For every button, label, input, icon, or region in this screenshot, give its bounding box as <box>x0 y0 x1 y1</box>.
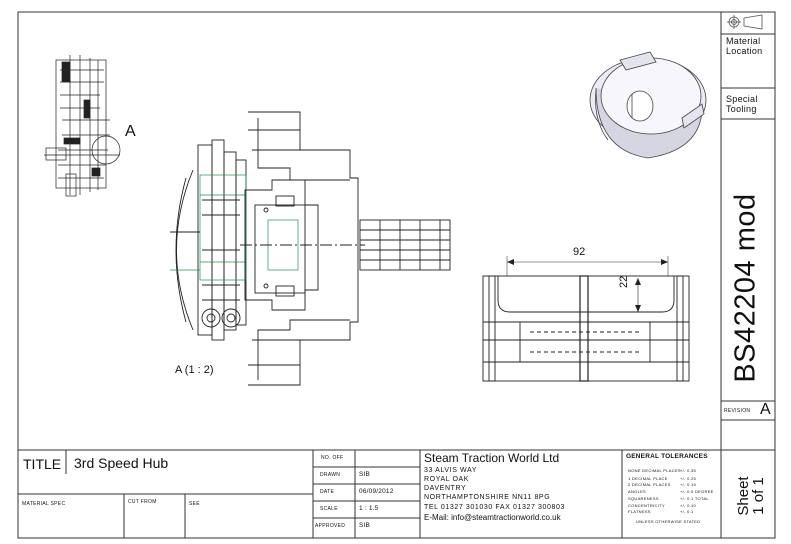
tolerance-value: +/- 0.1 TOTAL <box>680 496 709 501</box>
approved-label: APPROVED <box>315 523 346 529</box>
tolerance-label: NONE DECIMAL PLACES <box>628 468 681 473</box>
company-address-line-4: NORTHAMPTONSHIRE NN11 8PG <box>424 494 551 501</box>
drawing-title: 3rd Speed Hub <box>74 455 169 471</box>
tolerance-value: +/- 0.35 <box>680 468 697 473</box>
special-tooling-label: Special Tooling <box>726 94 758 114</box>
tolerances-footnote: UNLESS OTHERWISE STATED <box>636 519 701 524</box>
part-number: BS42204 mod <box>729 192 762 383</box>
drawn-label: DRAWN <box>320 472 341 478</box>
material-location-label: Material Location <box>726 36 763 56</box>
drawn-value: SIB <box>359 471 371 478</box>
revision-label: REVISION <box>724 408 751 414</box>
hub-isometric-view <box>589 51 707 159</box>
date-label: DATE <box>320 489 335 495</box>
company-address-line-2: ROYAL OAK <box>424 476 470 483</box>
sheet-number: Sheet 1 of 1 <box>735 476 767 516</box>
tolerances-heading: GENERAL TOLERANCES <box>626 453 708 460</box>
tolerance-label: ANGLES <box>628 489 647 494</box>
tolerance-value: +/- 0.5 DEGREE <box>680 489 714 494</box>
dimension-height: 22 <box>618 275 630 288</box>
date-value: 06/09/2012 <box>359 488 394 495</box>
tolerance-label: FLATNESS <box>628 509 651 514</box>
section-view <box>170 111 451 386</box>
company-address-line-1: 33 ALVIS WAY <box>424 467 477 474</box>
section-marker: A <box>125 123 136 140</box>
detail-scale-label: A (1 : 2) <box>175 364 214 376</box>
dimension-width: 92 <box>573 246 586 258</box>
approved-value: SIB <box>359 522 371 529</box>
scale-label: SCALE <box>320 506 338 512</box>
tolerance-label: CONCENTRICITY <box>628 503 665 508</box>
assembly-thumbnail <box>44 55 121 197</box>
see-label: SEE <box>189 501 200 507</box>
tolerance-value: +/- 0.25 <box>680 476 697 481</box>
material-spec-label: MATERIAL SPEC <box>22 501 66 507</box>
title-label: TITLE <box>23 456 62 472</box>
cut-from-label: CUT FROM <box>128 499 157 505</box>
sheet-border <box>17 11 776 539</box>
no-off-label: NO. OFF <box>321 455 344 461</box>
projection-symbol <box>727 14 763 30</box>
tolerance-label: SQUARENESS <box>628 496 659 501</box>
tolerance-label: 2 DECIMAL PLACES <box>628 482 671 487</box>
company-phone: TEL 01327 301030 FAX 01327 300803 <box>424 504 565 511</box>
tolerance-value: +/- 0.1 <box>680 509 694 514</box>
company-name: Steam Traction World Ltd <box>424 451 560 465</box>
tolerance-value: +/- 0.10 <box>680 503 697 508</box>
company-address-line-3: DAVENTRY <box>424 485 467 492</box>
tolerance-value: +/- 0.15 <box>680 482 697 487</box>
hub-section-view <box>482 256 690 382</box>
company-email: E-Mail: info@steamtractionworld.co.uk <box>424 513 561 522</box>
scale-value: 1 : 1.5 <box>359 505 379 512</box>
tolerance-label: 1 DECIMAL PLACE <box>628 476 668 481</box>
revision-value: A <box>760 401 771 418</box>
